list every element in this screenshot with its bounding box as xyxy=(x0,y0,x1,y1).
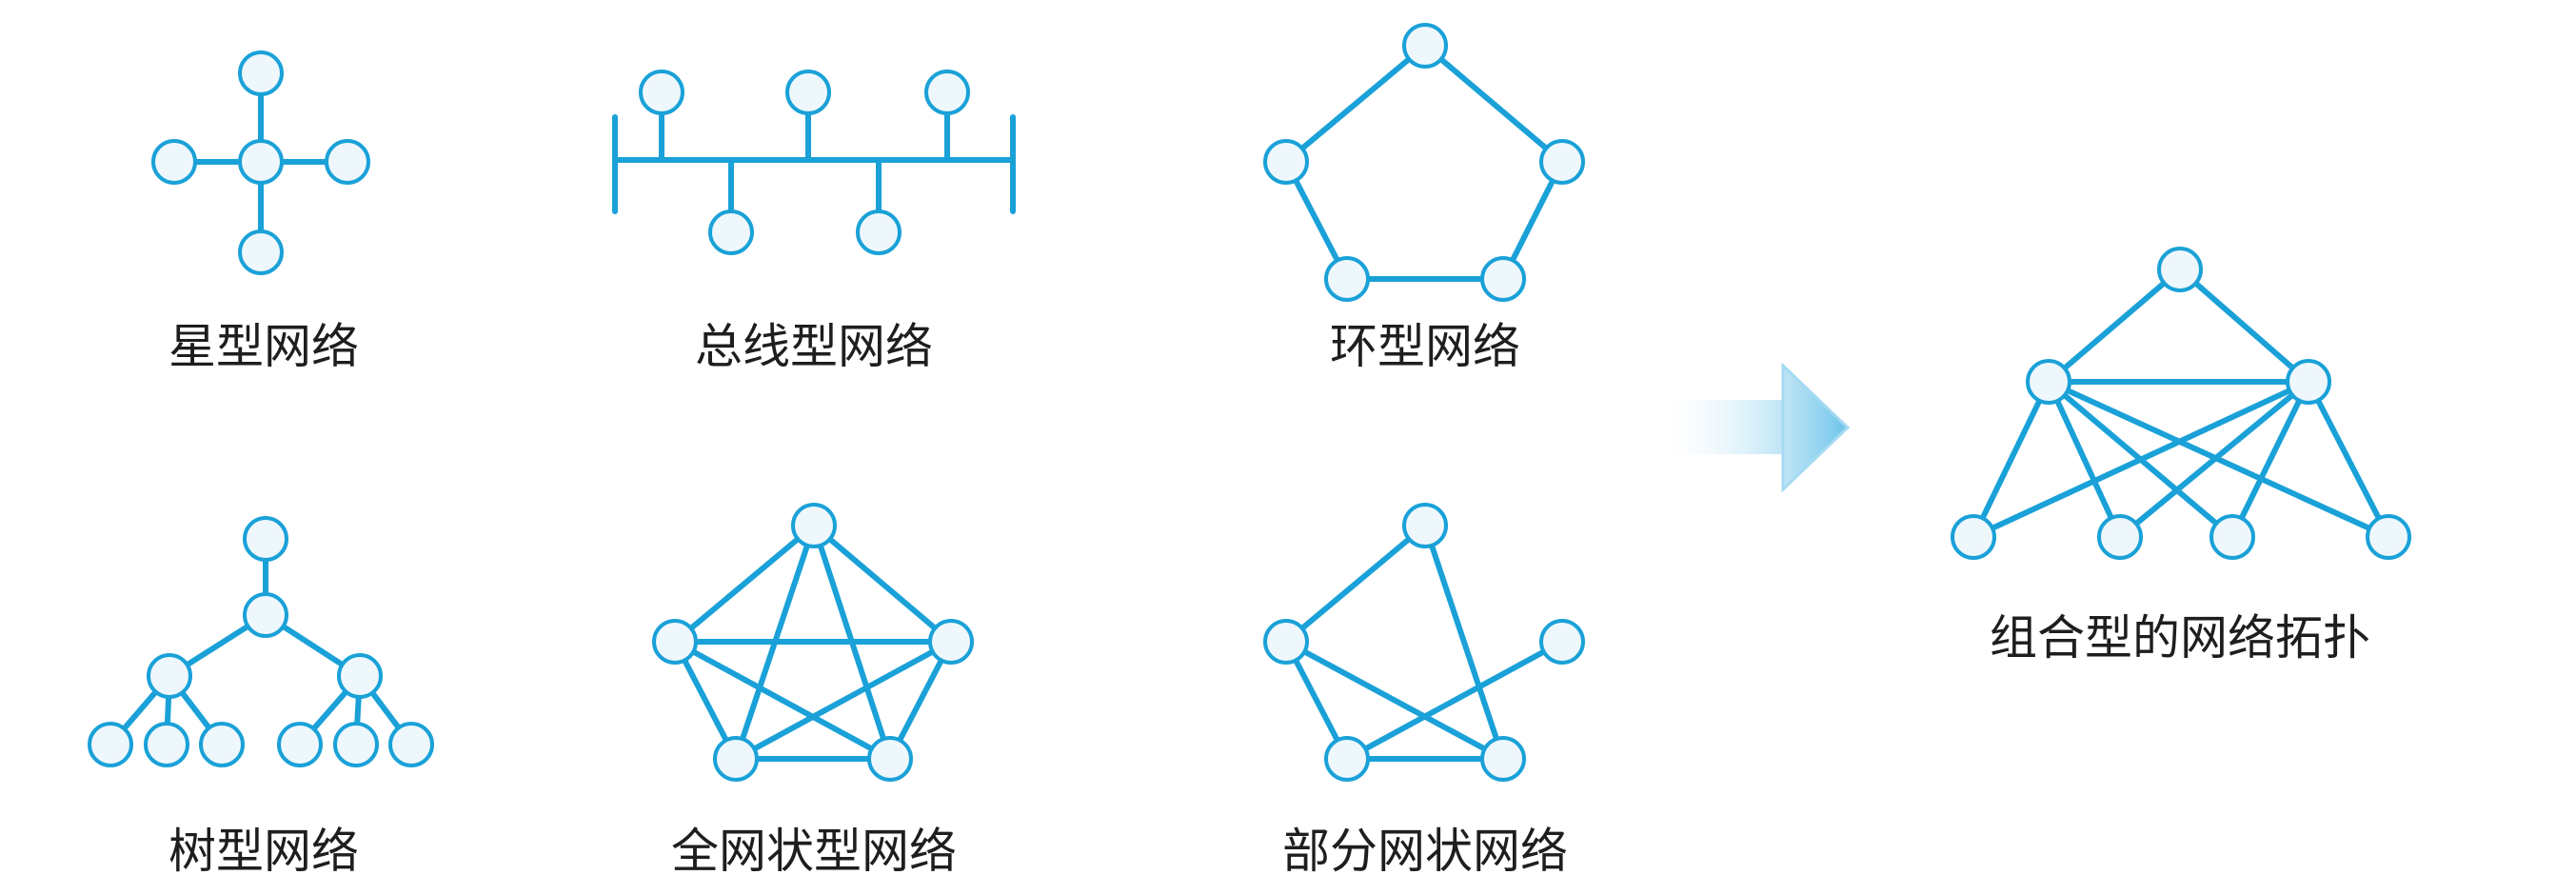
bus-topology xyxy=(612,70,1016,255)
partial-mesh-label: 部分网状网络 xyxy=(1282,824,1568,879)
tree-label: 树型网络 xyxy=(168,824,359,879)
tree-topology xyxy=(88,516,434,767)
combined-label: 组合型的网络拓扑 xyxy=(1990,610,2370,666)
combined-topology xyxy=(1951,247,2411,560)
partial-mesh-topology xyxy=(1263,503,1585,782)
transition-arrow-icon xyxy=(1655,362,1851,493)
ring-label: 环型网络 xyxy=(1330,319,1520,374)
ring-topology xyxy=(1263,23,1585,302)
star-label: 星型网络 xyxy=(168,319,359,374)
full-mesh-topology xyxy=(652,503,974,782)
full-mesh-label: 全网状型网络 xyxy=(671,824,957,879)
bus-label: 总线型网络 xyxy=(695,319,933,374)
star-topology xyxy=(151,50,370,275)
